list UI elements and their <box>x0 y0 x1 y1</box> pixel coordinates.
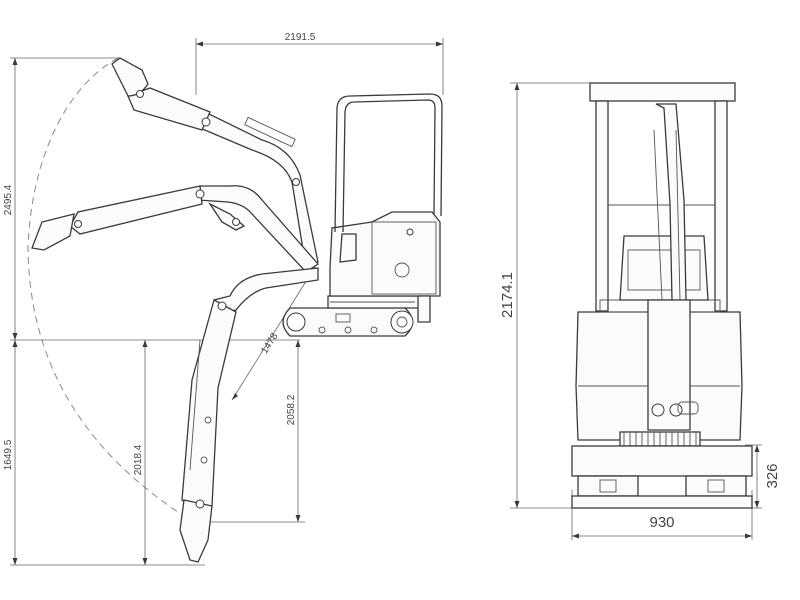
reach-height-label: 2495.4 <box>3 184 14 215</box>
front-view: 2174.1 326 930 <box>499 82 781 540</box>
side-view: 2191.5 2495.4 1649.5 2018.4 <box>3 32 444 566</box>
track-height-dimension: 326 <box>745 444 781 509</box>
machine-side <box>282 93 443 337</box>
boom-radius-label: 1478 <box>259 331 280 356</box>
width-dimension-top: 2191.5 <box>195 32 444 95</box>
width-top-label: 2191.5 <box>285 32 316 43</box>
track-height-label: 326 <box>764 463 781 488</box>
track-frame-front <box>571 445 753 477</box>
overall-height-dimension: 2174.1 <box>499 82 590 509</box>
track-width-label: 930 <box>649 514 674 531</box>
dig-depth-mid-dimension: 2018.4 <box>133 340 148 565</box>
dig-depth-mid-label: 2018.4 <box>133 444 144 475</box>
dig-depth-left-label: 1649.5 <box>3 439 14 470</box>
canopy-roof <box>589 82 736 102</box>
track-side <box>282 307 414 337</box>
arm-digging <box>179 267 319 563</box>
track-width-dimension: 930 <box>571 490 753 540</box>
dig-depth-right-dimension: 2058.2 <box>205 340 305 523</box>
reach-envelope-arc <box>27 57 191 521</box>
height-dimension-left: 2495.4 1649.5 <box>3 57 300 566</box>
overall-height-label: 2174.1 <box>499 272 516 318</box>
dig-depth-right-label: 2058.2 <box>286 394 297 425</box>
arm-horizontal <box>31 185 319 273</box>
